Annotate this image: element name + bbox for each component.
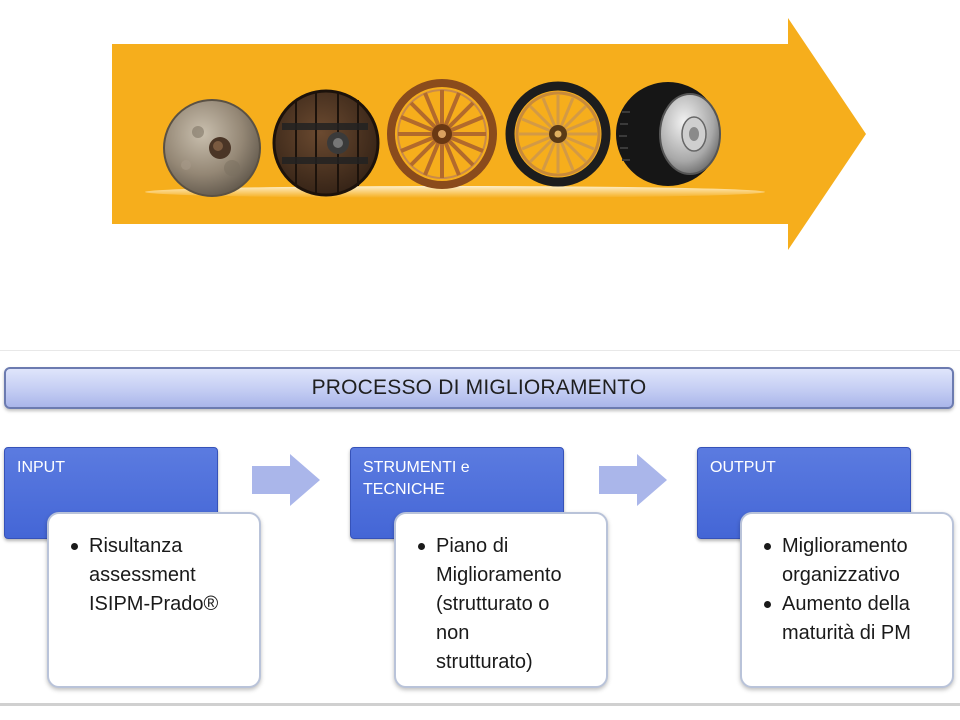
stage-heading-line: OUTPUT — [710, 459, 776, 476]
evolution-arrow — [112, 18, 866, 250]
stone-wheel-icon — [163, 99, 261, 197]
bullet-line: Risultanza — [89, 535, 183, 557]
wooden-plank-wheel-icon — [272, 89, 380, 197]
spoked-wagon-wheel-icon — [387, 79, 497, 189]
stage-body-output: Miglioramento organizzativo Aumento dell… — [740, 512, 954, 688]
stage-bullet: Aumento della maturità di PM — [764, 590, 944, 648]
stage-bullet-list: Piano di Miglioramento (strutturato o no… — [416, 532, 598, 677]
stage-body-strumenti: Piano di Miglioramento (strutturato o no… — [394, 512, 608, 688]
flow-arrow-right-icon — [252, 454, 320, 506]
bullet-line: (strutturato o — [436, 593, 550, 615]
stage-heading-line: TECNICHE — [363, 481, 445, 498]
bullet-line: strutturato) — [436, 651, 533, 673]
bullet-line: organizzativo — [782, 564, 900, 586]
bullet-line: Aumento della — [782, 593, 910, 615]
stage-bullet-list: Miglioramento organizzativo Aumento dell… — [762, 532, 944, 648]
process-title-banner: PROCESSO DI MIGLIORAMENTO — [4, 367, 954, 409]
process-title: PROCESSO DI MIGLIORAMENTO — [311, 376, 647, 399]
bullet-line: maturità di PM — [782, 622, 911, 644]
stage-bullet-list: Risultanza assessment ISIPM-Prado® — [69, 532, 251, 619]
stage-bullet: Piano di Miglioramento (strutturato o no… — [418, 532, 598, 677]
flow-arrow-right-icon — [599, 454, 667, 506]
stage-heading-line: INPUT — [17, 459, 65, 476]
modern-tire-icon — [616, 82, 721, 186]
bullet-line: Miglioramento — [436, 564, 562, 586]
stage-heading-line: STRUMENTI e — [363, 459, 470, 476]
bullet-line: non — [436, 622, 470, 644]
bullet-line: Miglioramento — [782, 535, 908, 557]
bullet-line: assessment — [89, 564, 196, 586]
stage-bullet: Risultanza assessment ISIPM-Prado® — [71, 532, 251, 619]
stage-bullet: Miglioramento organizzativo — [764, 532, 944, 590]
bullet-line: Piano di — [436, 535, 509, 557]
spoked-rubber-wheel-icon — [505, 81, 611, 187]
bullet-line: ISIPM-Prado® — [89, 593, 219, 615]
stage-body-input: Risultanza assessment ISIPM-Prado® — [47, 512, 261, 688]
